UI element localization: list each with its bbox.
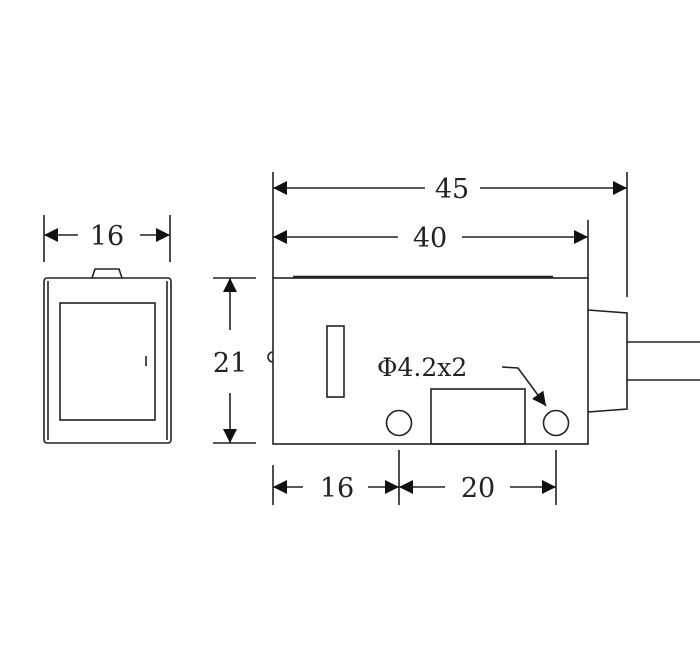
mounting-hole (385, 409, 413, 437)
length-dimensions: 45 40 (272, 172, 628, 297)
hole-note: Φ4.2x2 (377, 353, 467, 382)
side-bump (267, 351, 274, 363)
body-length-label: 40 (413, 223, 447, 254)
hole-spacing-label: 20 (461, 473, 495, 504)
front-width-label: 16 (90, 221, 124, 252)
front-view: 16 (43, 215, 172, 444)
hole-offset-label: 16 (320, 473, 354, 504)
mounting-recess (430, 388, 526, 445)
height-label: 21 (213, 348, 247, 379)
indicator-slot (326, 325, 345, 398)
front-body (43, 277, 172, 444)
height-dimension: 21 (213, 277, 256, 444)
front-window (59, 302, 156, 421)
leader-arrow (501, 366, 547, 407)
mounting-hole (542, 409, 570, 437)
top-tab (91, 268, 123, 279)
hole-dimensions: 16 20 (272, 450, 557, 505)
overall-length-label: 45 (435, 174, 469, 205)
side-view: Φ4.2x2 (267, 275, 700, 445)
cable-connector (587, 309, 628, 413)
